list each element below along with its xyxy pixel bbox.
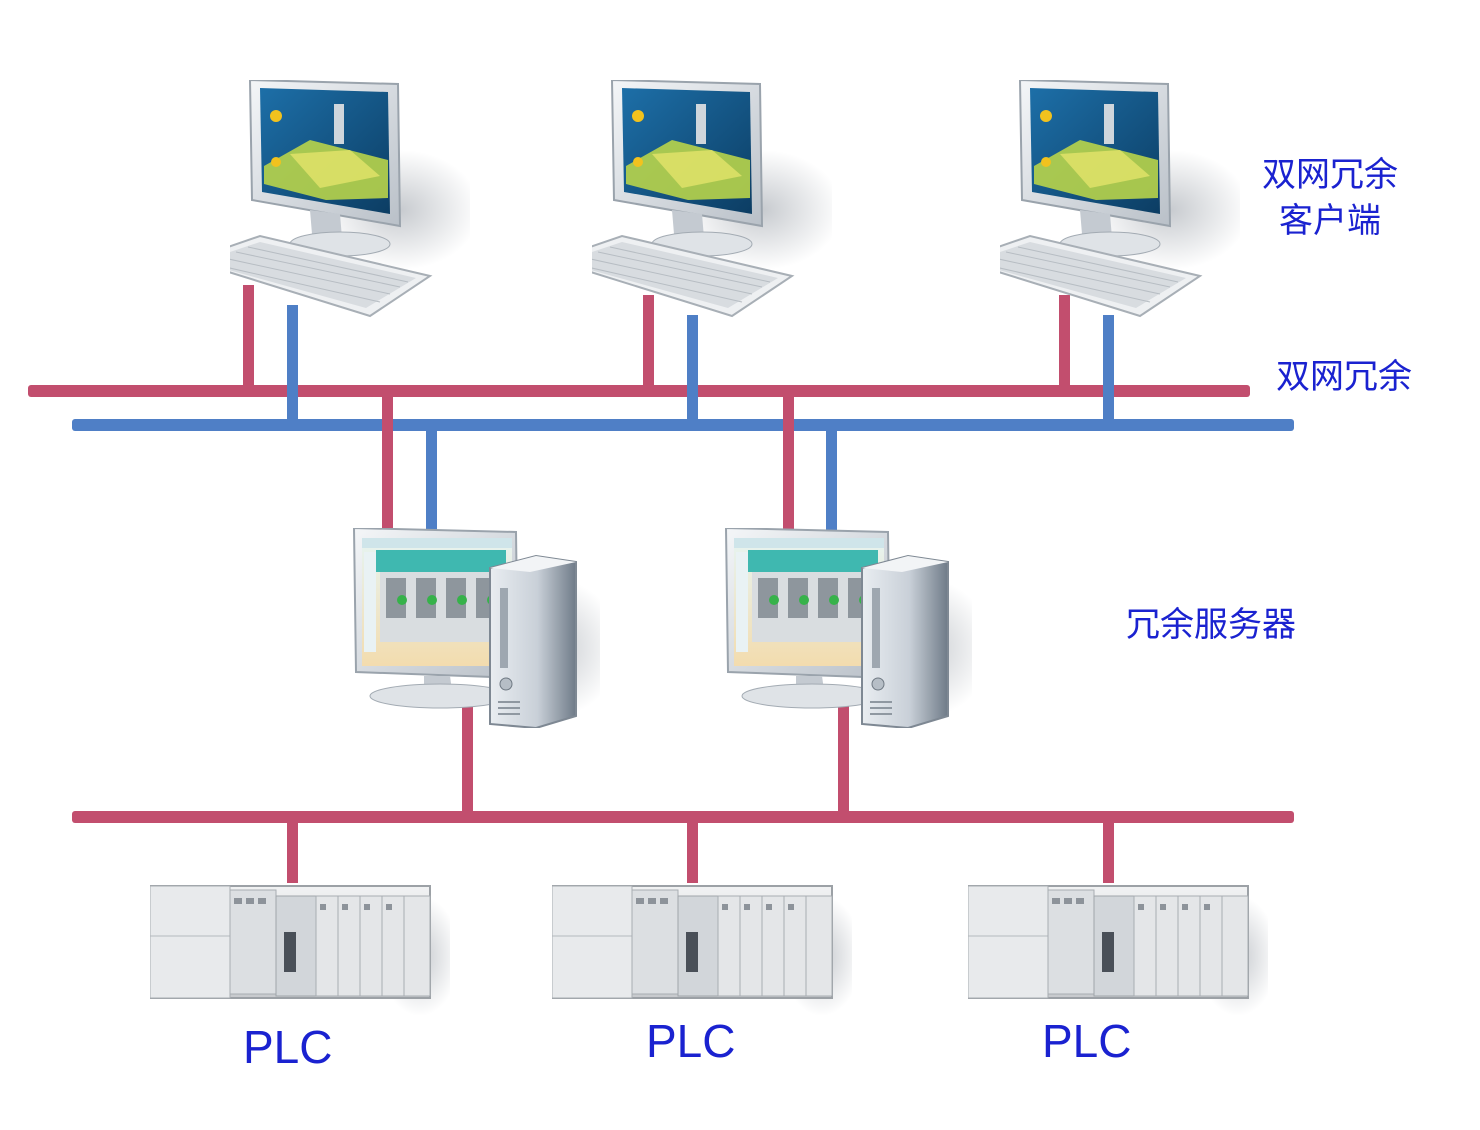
plc-rack-icon xyxy=(968,885,1268,1016)
server-drop-lines xyxy=(382,391,849,817)
plc-label: PLC xyxy=(646,1015,736,1067)
network-a-bus xyxy=(28,385,1250,397)
plc-rack-icon xyxy=(150,885,450,1016)
client-workstation-icon xyxy=(230,80,470,317)
client-workstation-icon xyxy=(592,80,832,317)
plc-label: PLC xyxy=(1042,1015,1132,1067)
client-drop-lines xyxy=(243,285,1114,425)
client-workstation-icon xyxy=(1000,80,1240,317)
server-icon xyxy=(725,528,972,728)
field-bus xyxy=(72,811,1294,823)
clients-label-line2: 客户端 xyxy=(1279,201,1381,241)
plc-drop-lines xyxy=(287,817,1114,883)
server-icon xyxy=(353,528,600,728)
servers-label: 冗余服务器 xyxy=(1126,605,1296,645)
network-b-bus xyxy=(72,419,1294,431)
clients-label: 双网冗余 客户端 xyxy=(1242,152,1418,244)
dual-network-label: 双网冗余 xyxy=(1276,357,1412,397)
plc-label: PLC xyxy=(243,1021,333,1073)
clients-label-line1: 双网冗余 xyxy=(1262,155,1398,195)
plc-rack-icon xyxy=(552,885,852,1016)
